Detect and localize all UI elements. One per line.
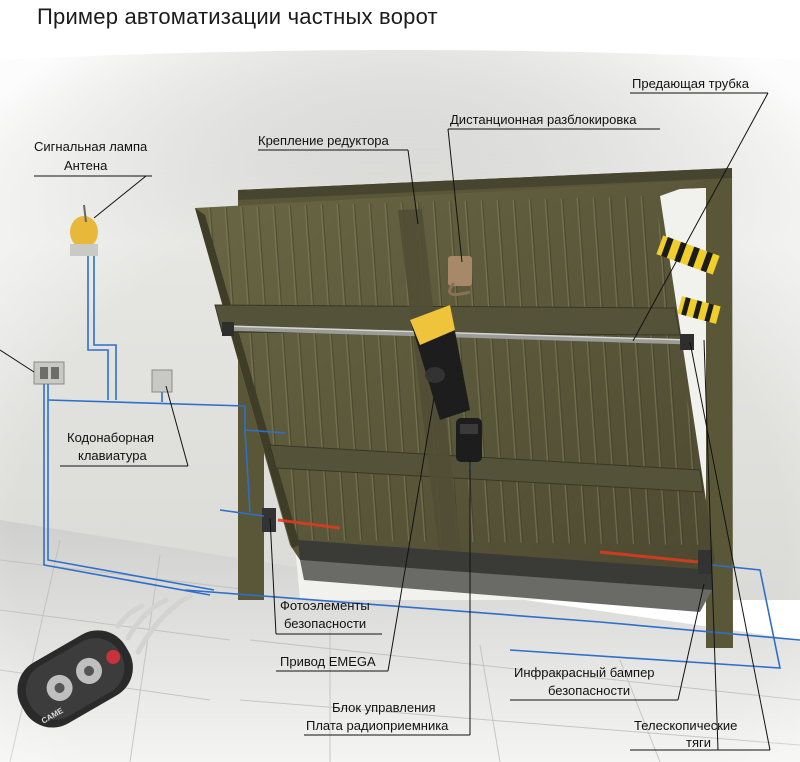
telescopic-rod — [223, 325, 693, 345]
label-keypad-2: клавиатура — [78, 448, 147, 463]
label-rods-1: Телескопические — [634, 718, 737, 733]
remote-control: CAME — [17, 630, 133, 728]
label-antenna: Антена — [64, 158, 108, 173]
labels: Предающая трубка Дистанционная разблокир… — [34, 76, 750, 750]
leader-lines — [0, 92, 771, 751]
signal-lamp-device — [70, 204, 98, 256]
label-control-2: Плата радиоприемника — [306, 718, 449, 733]
ir-beam-right — [599, 550, 699, 564]
label-remote-unlock: Дистанционная разблокировка — [450, 112, 637, 127]
photocell-right — [698, 550, 712, 574]
label-keypad-1: Кодонаборная — [67, 430, 154, 445]
label-photocells-1: Фотоэлементы — [280, 598, 370, 613]
keypad-device — [151, 369, 173, 393]
ir-beam-left — [277, 518, 341, 530]
label-rods-2: тяги — [686, 735, 711, 750]
label-bumper-1: Инфракрасный бампер — [514, 665, 655, 680]
page-title: Пример автоматизации частных ворот — [37, 4, 438, 29]
label-photocells-2: безопасности — [284, 616, 366, 631]
label-bumper-2: безопасности — [548, 683, 630, 698]
gate-door — [195, 180, 715, 612]
wiring — [43, 256, 800, 669]
hazard-stripes — [656, 235, 721, 324]
label-signal-lamp: Сигнальная лампа — [34, 139, 148, 154]
label-gear-mount: Крепление редуктора — [258, 133, 390, 148]
photocell-left — [262, 508, 276, 532]
label-transfer-tube: Предающая трубка — [632, 76, 750, 91]
drive-unit — [410, 305, 482, 462]
wall-switch — [33, 361, 65, 385]
label-control-1: Блок управления — [332, 700, 436, 715]
radio-waves — [115, 593, 193, 655]
remote-unlock-device — [448, 256, 472, 296]
label-drive: Привод EMEGA — [280, 654, 376, 669]
